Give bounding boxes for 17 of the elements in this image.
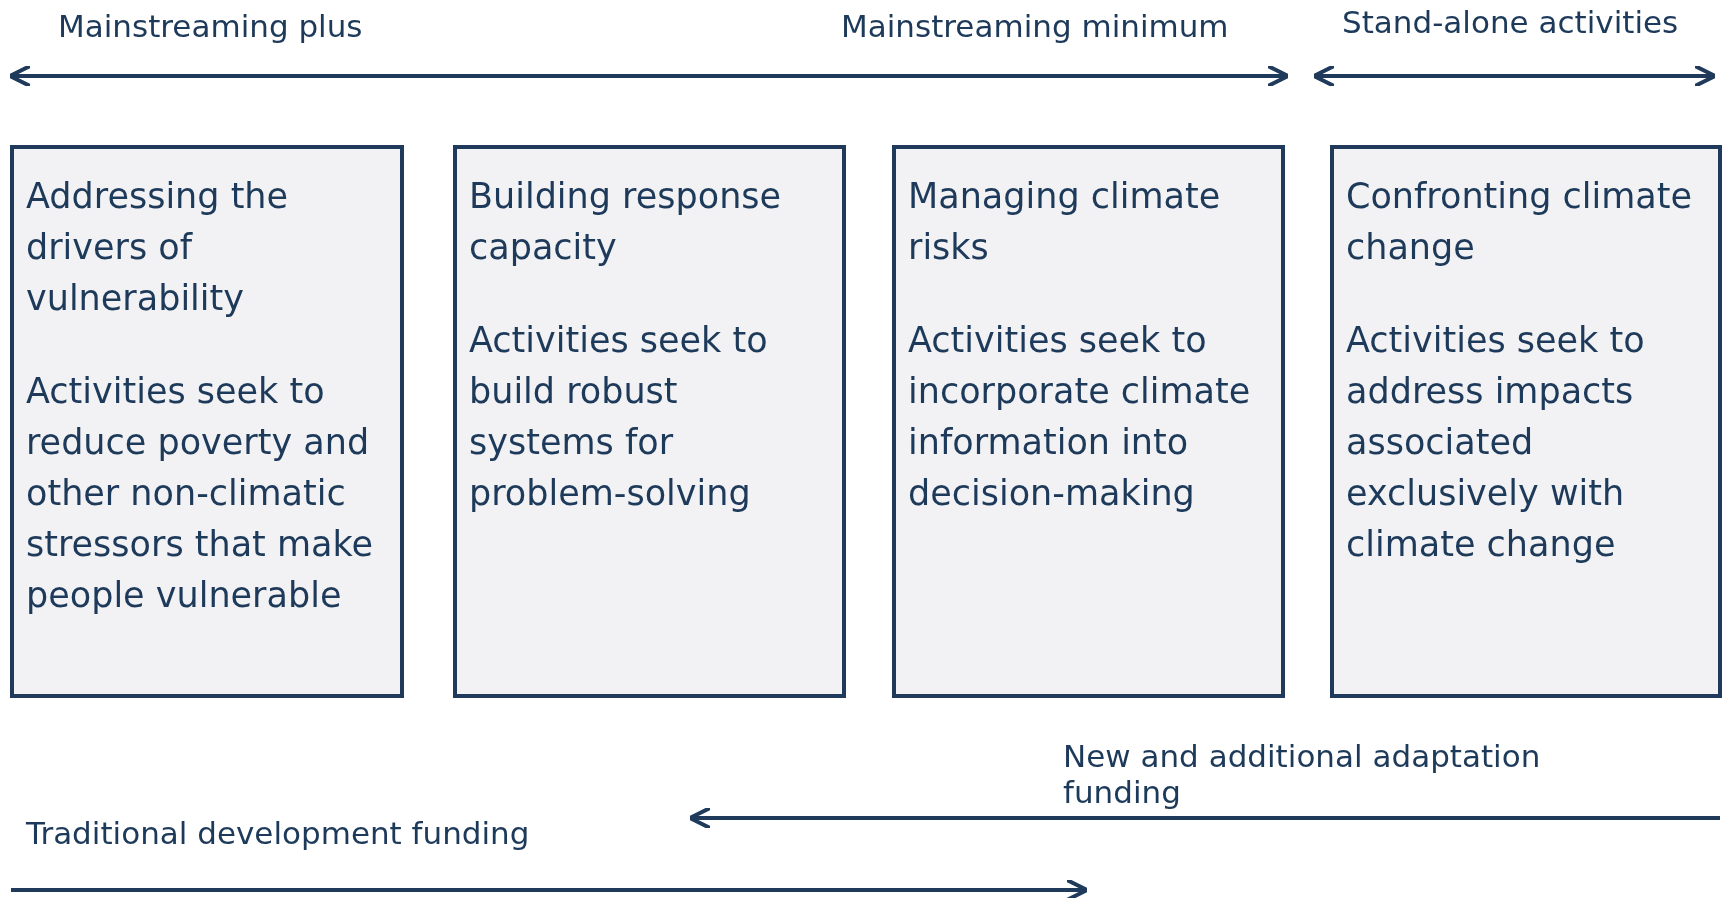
text-box [453, 145, 846, 698]
box-heading: Managing climate risks [908, 175, 1222, 269]
box-heading: Building response capacity [469, 175, 783, 269]
range-label: Mainstreaming plus [58, 8, 364, 44]
range-label: Stand-alone activities [1342, 4, 1680, 40]
range-label: New and additional adaptation funding [1063, 738, 1542, 810]
box-description: Activities seek to build robust systems for problem-solving [469, 319, 769, 515]
box-description: Activities seek to incorporate climate information into decision-making [908, 319, 1252, 515]
box-heading: Addressing the drivers of vulnerability [26, 175, 290, 320]
range-label: Traditional development funding [26, 815, 531, 851]
text-box [892, 145, 1285, 698]
range-label: Mainstreaming minimum [841, 8, 1230, 44]
text-box [1330, 145, 1722, 698]
box-description: Activities seek to address impacts associated exclusively with climate change [1346, 319, 1646, 566]
box-heading: Confronting climate change [1346, 175, 1694, 269]
box-description: Activities seek to reduce poverty and other non-climatic stressors that make people vulnerable [26, 370, 375, 617]
text-box [10, 145, 404, 698]
